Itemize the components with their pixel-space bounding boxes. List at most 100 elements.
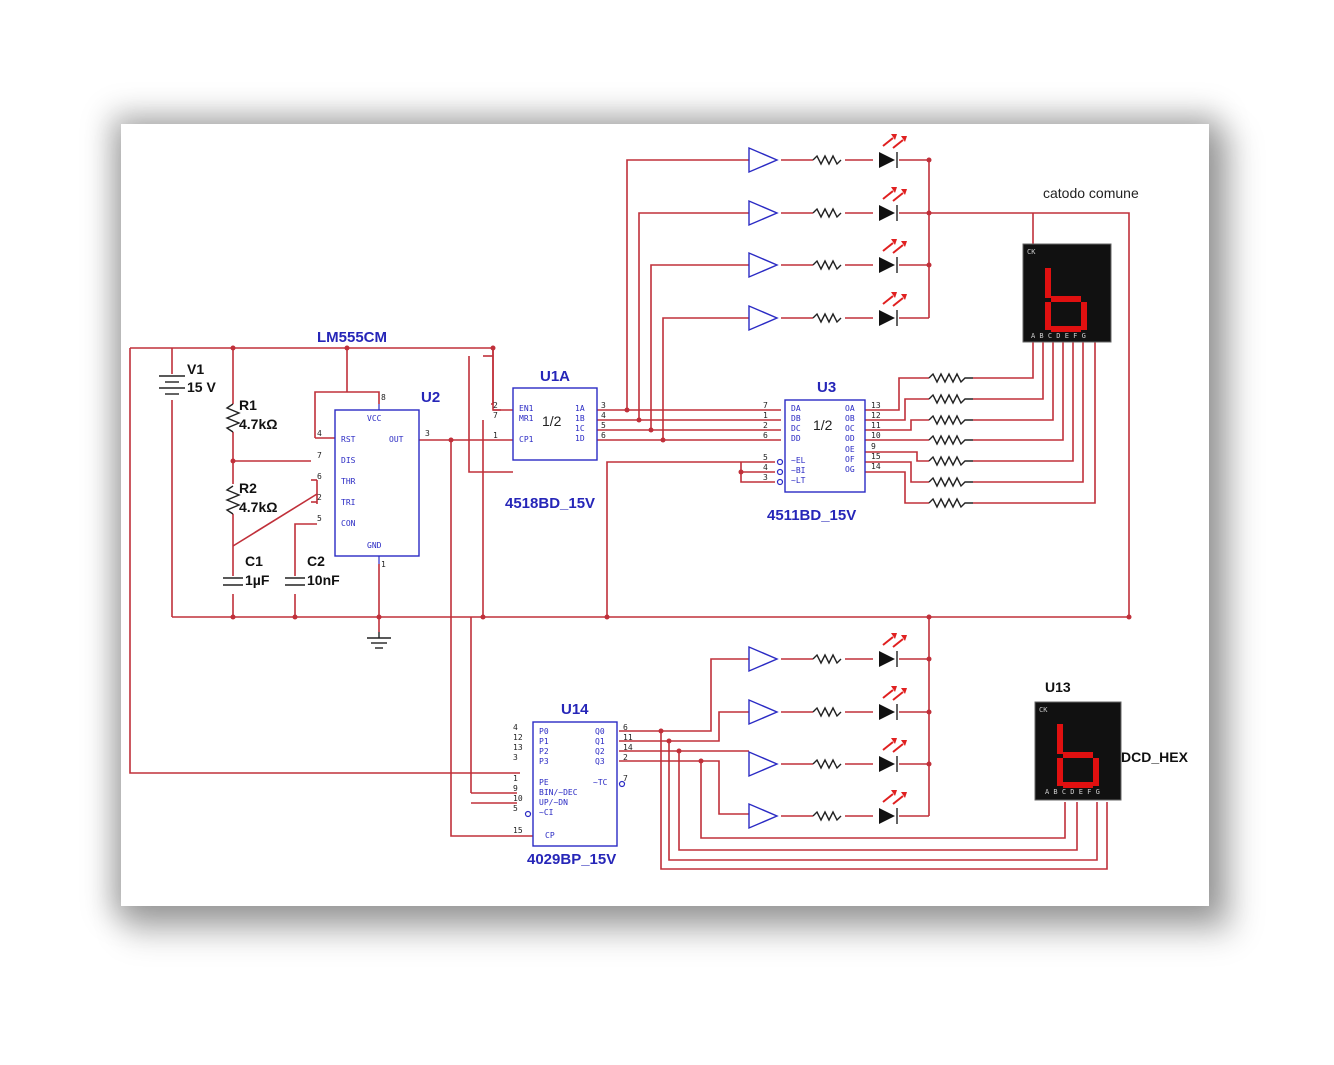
u2-pinnum-8: 8 xyxy=(381,393,386,402)
u1a-pin-en: EN1 xyxy=(519,404,534,413)
u1a-ref: U1A xyxy=(540,368,570,385)
v1-value: 15 V xyxy=(187,379,216,395)
r1-ref: R1 xyxy=(239,397,257,413)
u3-pin-of: OF xyxy=(845,455,855,464)
r2-resistor: R2 4.7kΩ xyxy=(225,480,277,515)
u2-pin-tri: TRI xyxy=(341,498,356,507)
r1-value: 4.7kΩ xyxy=(239,416,277,432)
u3-output-resistors xyxy=(928,372,973,509)
u14-pin-p1: P1 xyxy=(539,737,549,746)
led-channel-5 xyxy=(748,633,907,673)
u1a-pinnum-5: 5 xyxy=(601,421,606,430)
u13-seg-c xyxy=(1093,758,1099,786)
u13-seg-g xyxy=(1063,752,1093,758)
c1-capacitor: C1 1µF xyxy=(223,553,270,588)
u14-pin-cp: CP xyxy=(545,831,555,840)
u14-pinnum-3: 3 xyxy=(513,753,518,762)
u1a-pin-cp: CP1 xyxy=(519,435,534,444)
u13-seg-labels: A B C D E F G xyxy=(1045,788,1100,796)
led-channel-1 xyxy=(748,134,907,174)
led-channel-3 xyxy=(748,239,907,279)
top-display-ck: CK xyxy=(1027,248,1036,256)
seg-d xyxy=(1051,326,1081,332)
u1a-pinnum-1: 1 xyxy=(493,431,498,440)
u2-pinnum-1: 1 xyxy=(381,560,386,569)
u13-part: DCD_HEX xyxy=(1121,749,1189,765)
seg-c xyxy=(1081,302,1087,330)
u1a-pin-1a: 1A xyxy=(575,404,585,413)
u14-pinnum-4: 4 xyxy=(513,723,518,732)
u14-pinnum-5: 5 xyxy=(513,804,518,813)
wires xyxy=(129,159,1130,870)
u14-pin-pe: PE xyxy=(539,778,549,787)
u1a-4518-counter: U1A EN1 MR1 CP1 1/2 1A 1B 1C 1D 2 7 1 3 … xyxy=(493,368,606,512)
u3-pinnum-1: 1 xyxy=(763,411,768,420)
u2-pin-rst: RST xyxy=(341,435,356,444)
u3-pinnum-3: 3 xyxy=(763,473,768,482)
led-channel-7 xyxy=(748,738,907,778)
u3-pin-od: OD xyxy=(845,434,855,443)
c1-ref: C1 xyxy=(245,553,263,569)
r2-value: 4.7kΩ xyxy=(239,499,277,515)
u2-pinnum-2: 2 xyxy=(317,493,322,502)
u14-4029-counter: U14 P0 P1 P2 P3 PE BIN/~DEC UP/~DN ~CI C… xyxy=(513,701,633,868)
u3-pin-dc: DC xyxy=(791,424,801,433)
u3-ref: U3 xyxy=(817,379,836,396)
u1a-part: 4518BD_15V xyxy=(505,495,595,512)
u14-pinnum-13: 13 xyxy=(513,743,523,752)
u3-half: 1/2 xyxy=(813,417,833,433)
u1a-half: 1/2 xyxy=(542,413,562,429)
u3-pinnum-15: 15 xyxy=(871,452,881,461)
led-channel-6 xyxy=(748,686,907,726)
u2-lm555-timer: LM555CM U2 VCC RST OUT DIS THR TRI CON G… xyxy=(317,329,440,569)
seg-f xyxy=(1045,268,1051,298)
u14-pinnum-15: 15 xyxy=(513,826,523,835)
u1a-pinnum-2: 2 xyxy=(493,401,498,410)
u14-pinnum-1: 1 xyxy=(513,774,518,783)
u3-pin-oa: OA xyxy=(845,404,855,413)
u14-pinnum-11: 11 xyxy=(623,733,633,742)
c2-value: 10nF xyxy=(307,572,340,588)
led-channel-4 xyxy=(748,292,907,332)
u2-ref: U2 xyxy=(421,389,440,406)
catodo-comune-label: catodo comune xyxy=(1043,185,1139,201)
u14-pinnum-2: 2 xyxy=(623,753,628,762)
u3-pin-ob: OB xyxy=(845,414,855,423)
u3-pinnum-2: 2 xyxy=(763,421,768,430)
u3-pinnum-4: 4 xyxy=(763,463,768,472)
r1-resistor: R1 4.7kΩ xyxy=(225,397,277,433)
led-channel-2 xyxy=(748,187,907,227)
u14-pin-q3: Q3 xyxy=(595,757,605,766)
u3-pin-el: ~EL xyxy=(791,456,806,465)
u3-pin-db: DB xyxy=(791,414,801,423)
u14-pin-tc: ~TC xyxy=(593,778,608,787)
u14-pin-bin: BIN/~DEC xyxy=(539,788,578,797)
u3-pinnum-10: 10 xyxy=(871,431,881,440)
schematic-sheet: V1 15 V R1 4.7kΩ R2 4.7kΩ C1 1µF C2 10nF… xyxy=(121,124,1209,906)
u13-ref: U13 xyxy=(1045,679,1071,695)
c2-ref: C2 xyxy=(307,553,325,569)
u2-pin-dis: DIS xyxy=(341,456,356,465)
u2-pinnum-7: 7 xyxy=(317,451,322,460)
led-channel-8 xyxy=(748,790,907,830)
u2-pinnum-6: 6 xyxy=(317,472,322,481)
ground-symbol xyxy=(367,632,391,649)
u13-hex-display: U13 CK A B C D E F G DCD_HEX xyxy=(1034,679,1189,801)
u13-seg-d xyxy=(1063,782,1093,788)
circuit-schematic: V1 15 V R1 4.7kΩ R2 4.7kΩ C1 1µF C2 10nF… xyxy=(129,134,1189,870)
u14-pinnum-9: 9 xyxy=(513,784,518,793)
u1a-pin-1d: 1D xyxy=(575,434,585,443)
u1a-pin-1c: 1C xyxy=(575,424,585,433)
u3-pin-oc: OC xyxy=(845,424,855,433)
u1a-pinnum-4: 4 xyxy=(601,411,606,420)
v1-battery: V1 15 V xyxy=(159,361,216,395)
v1-ref: V1 xyxy=(187,361,204,377)
u14-pin-p2: P2 xyxy=(539,747,549,756)
u2-pin-out: OUT xyxy=(389,435,404,444)
seven-segment-display-top: catodo comune CK A B C D E F G xyxy=(1022,185,1139,343)
u1a-pinnum-7: 7 xyxy=(493,411,498,420)
u14-part: 4029BP_15V xyxy=(527,851,616,868)
seg-g xyxy=(1051,296,1081,302)
u13-ck: CK xyxy=(1039,706,1048,714)
u3-pinnum-12: 12 xyxy=(871,411,881,420)
